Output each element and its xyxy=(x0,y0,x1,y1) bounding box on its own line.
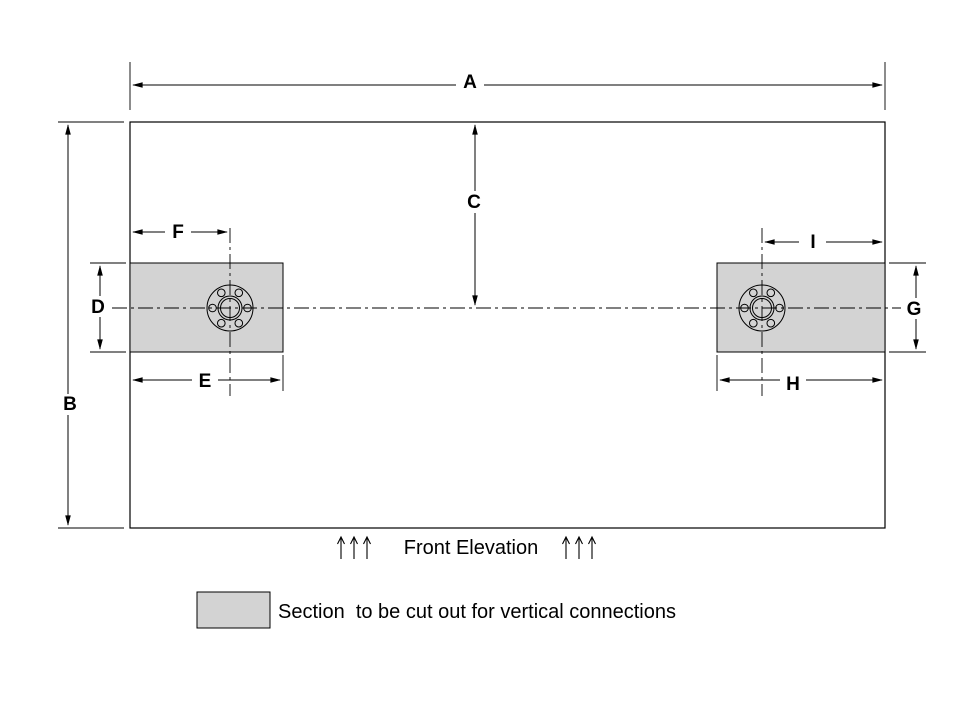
dimension-A: A xyxy=(129,62,886,110)
view-arrow-head xyxy=(350,535,358,545)
label-background xyxy=(460,191,488,213)
dimension-label-f: F xyxy=(172,222,184,243)
bolt-hole xyxy=(217,318,226,328)
label-background xyxy=(780,373,806,394)
dimension-D: D xyxy=(85,262,126,353)
label-background xyxy=(57,394,83,415)
dimension-label-i: I xyxy=(810,232,815,253)
bolt-hole xyxy=(234,288,244,298)
dimension-I: I xyxy=(764,231,883,253)
dimension-label-e: E xyxy=(199,371,212,392)
view-arrow-head xyxy=(337,535,345,545)
dimension-label-g: G xyxy=(907,299,922,320)
bolt-hole xyxy=(749,318,758,328)
dimension-label-d: D xyxy=(91,297,105,318)
cutout-left xyxy=(129,262,284,353)
dimension-E: E xyxy=(132,355,284,392)
dimension-B: B xyxy=(57,121,124,529)
legend-text: Section to be cut out for vertical conne… xyxy=(278,601,676,623)
view-title: Front Elevation xyxy=(404,537,539,559)
view-arrow-head xyxy=(562,535,570,545)
bolt-hole xyxy=(749,288,758,298)
view-title-group: Front Elevation xyxy=(337,535,596,559)
cutout-right-rect xyxy=(716,262,886,353)
label-background xyxy=(456,70,484,92)
view-arrow-head xyxy=(363,535,371,545)
view-direction-arrows-left xyxy=(337,535,371,559)
label-background xyxy=(85,296,111,317)
legend: Section to be cut out for vertical conne… xyxy=(196,591,676,629)
cutout-right xyxy=(716,262,886,353)
dimension-label-c: C xyxy=(467,192,481,213)
view-direction-arrows-right xyxy=(562,535,596,559)
dimension-C: C xyxy=(460,124,488,306)
dimension-label-b: B xyxy=(63,394,77,415)
dimension-label-a: A xyxy=(463,72,477,93)
label-background xyxy=(799,231,826,253)
label-background xyxy=(165,221,191,242)
legend-swatch xyxy=(196,591,271,629)
centerlines xyxy=(112,228,903,396)
cutout-left-rect xyxy=(129,262,284,353)
dimension-G: G xyxy=(889,262,928,353)
label-background xyxy=(192,370,218,391)
dimension-F: F xyxy=(132,221,228,243)
label-background xyxy=(901,298,928,319)
bolt-hole xyxy=(766,288,776,298)
bolt-hole xyxy=(217,288,226,298)
bolt-hole xyxy=(766,318,776,328)
view-arrow-head xyxy=(588,535,596,545)
view-arrow-head xyxy=(575,535,583,545)
dimension-H: H xyxy=(716,355,883,395)
dimension-label-h: H xyxy=(786,374,800,395)
bolt-hole xyxy=(234,318,244,328)
